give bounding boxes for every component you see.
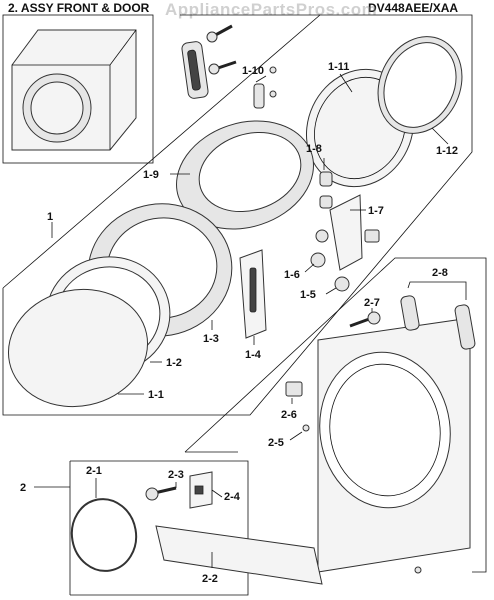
callout-1: 1 xyxy=(47,211,53,223)
callout-labels: 1-10 1-11 1-12 1-8 1-9 1-7 1 1-6 1-5 1-3… xyxy=(20,61,458,585)
callout-1-8: 1-8 xyxy=(306,143,322,155)
bracket-2-4 xyxy=(189,471,213,509)
callout-1-6: 1-6 xyxy=(284,269,300,281)
screw-2-5 xyxy=(302,424,310,432)
door-assembly-outline xyxy=(2,14,473,416)
callout-2-6: 2-6 xyxy=(281,409,297,421)
callout-1-1: 1-1 xyxy=(148,389,164,401)
door-handle-1-4 xyxy=(239,249,267,339)
strike-plate-2-8-right xyxy=(454,304,476,350)
callout-2-7: 2-7 xyxy=(364,297,380,309)
callout-1-2: 1-2 xyxy=(166,357,182,369)
callout-1-9: 1-9 xyxy=(143,169,159,181)
hinge-screw-top xyxy=(206,24,233,43)
callout-2-1: 2-1 xyxy=(86,465,102,477)
screw-2-3 xyxy=(145,486,177,501)
hinge-pin-1-5 xyxy=(334,276,350,292)
door-latch-bracket xyxy=(329,194,380,271)
ring-2-1 xyxy=(70,498,138,572)
callout-2: 2 xyxy=(20,482,26,494)
callout-1-5: 1-5 xyxy=(300,289,316,301)
callout-1-7: 1-7 xyxy=(368,205,384,217)
callout-1-3: 1-3 xyxy=(203,333,219,345)
door-gasket xyxy=(377,36,463,134)
callout-1-10: 1-10 xyxy=(242,65,264,77)
callout-2-5: 2-5 xyxy=(268,437,284,449)
callout-2-2: 2-2 xyxy=(202,573,218,585)
bracket-2-6 xyxy=(285,381,303,397)
door-latch-1-6 xyxy=(310,229,329,268)
door-inner-frame xyxy=(176,120,314,230)
screw-2-7 xyxy=(349,311,381,328)
callout-1-11: 1-11 xyxy=(328,61,349,73)
door-hinge xyxy=(181,41,209,99)
callout-2-3: 2-3 xyxy=(168,469,184,481)
inset-outline xyxy=(2,14,154,164)
callout-2-8: 2-8 xyxy=(432,267,448,279)
hinge-screw-bottom xyxy=(208,60,237,75)
screw-bottom xyxy=(414,566,422,574)
callout-2-4: 2-4 xyxy=(224,491,241,503)
hinge-cover-1-10 xyxy=(253,66,277,109)
watermark: AppliancePartsPros.com xyxy=(165,0,378,19)
strike-plate-2-8-left xyxy=(400,295,420,331)
callout-1-4: 1-4 xyxy=(245,349,262,361)
control-panel-outline xyxy=(69,460,249,596)
diagram-title: 2. ASSY FRONT & DOOR xyxy=(8,1,150,15)
handle-2-2 xyxy=(155,525,323,585)
model-number: DV448AEE/XAA xyxy=(368,1,459,15)
dryer-overview-drawing xyxy=(11,29,137,151)
leader-lines xyxy=(34,73,467,568)
door-cover-1-1 xyxy=(7,288,149,408)
callout-1-12: 1-12 xyxy=(436,145,458,157)
front-panel xyxy=(317,317,471,573)
door-switch-1-8 xyxy=(319,171,333,209)
front-panel-outline xyxy=(184,257,487,573)
